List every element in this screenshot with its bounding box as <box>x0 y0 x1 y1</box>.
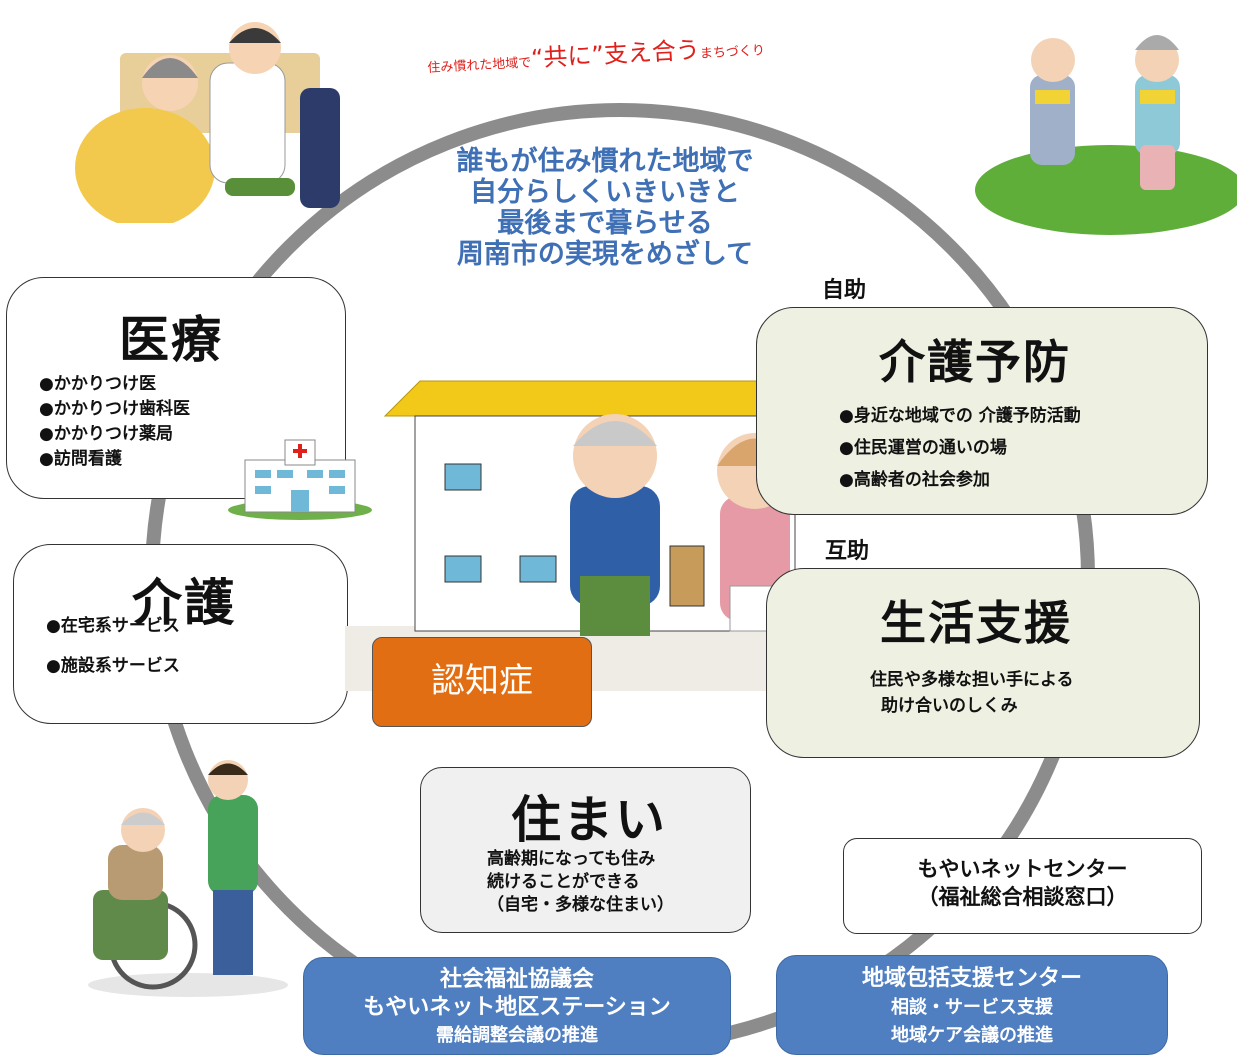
moyai-center-line: （福祉総合相談窓口） <box>917 885 1128 909</box>
iryo-title: 医療 <box>119 311 223 369</box>
iryo-item: ●訪問看護 <box>39 449 122 469</box>
houkatsu-line: 地域ケア会議の推進 <box>891 1025 1053 1046</box>
kaigo-title: 介護 <box>132 574 236 632</box>
seikatsu-panel: 生活支援 住民や多様な担い手による 助け合いのしくみ <box>766 568 1200 758</box>
moyai-center-line: もやいネットセンター <box>917 857 1128 881</box>
sumai-line: 高齢期になっても住み <box>487 849 656 869</box>
vision-text: 誰もが住み慣れた地域で 自分らしくいきいきと 最後まで暮らせる 周南市の実現をめ… <box>400 146 810 270</box>
houkatsu-line: 地域包括支援センター <box>861 966 1082 991</box>
slogan-prefix: 住み慣れた地域で <box>427 55 532 77</box>
ninchisho-label: 認知症 <box>431 661 533 701</box>
shakyo-line: 需給調整会議の推進 <box>436 1025 598 1046</box>
doctor-patient-illustration <box>75 22 340 223</box>
vision-line: 自分らしくいきいきと <box>470 177 740 208</box>
sumai-panel: 住まい 高齢期になっても住み 続けることができる （自宅・多様な住まい） <box>420 767 751 933</box>
yobo-panel: 介護予防 ●身近な地域での 介護予防活動 ●住民運営の通いの場 ●高齢者の社会参… <box>756 307 1208 515</box>
iryo-item: ●かかりつけ歯科医 <box>39 399 191 419</box>
jijo-label: 自助 <box>822 278 867 303</box>
vision-line: 周南市の実現をめざして <box>456 239 754 270</box>
seikatsu-line: 住民や多様な担い手による <box>870 670 1074 690</box>
sumai-line: 続けることができる <box>487 872 640 892</box>
houkatsu-box: 地域包括支援センター 相談・サービス支援 地域ケア会議の推進 <box>776 955 1168 1055</box>
yobo-title: 介護予防 <box>879 335 1071 389</box>
seikatsu-title: 生活支援 <box>880 596 1072 650</box>
wheelchair-caregiver-illustration <box>88 760 288 997</box>
yobo-item: ●身近な地域での 介護予防活動 <box>839 406 1081 426</box>
slogan-suffix: まちづくり <box>699 43 766 62</box>
vision-line: 最後まで暮らせる <box>497 208 713 239</box>
shakyo-line: もやいネット地区ステーション <box>363 995 671 1020</box>
houkatsu-line: 相談・サービス支援 <box>891 997 1053 1018</box>
ninchisho-box: 認知症 <box>372 637 592 727</box>
yobo-item: ●高齢者の社会参加 <box>839 470 990 490</box>
yobo-item: ●住民運営の通いの場 <box>839 438 1007 458</box>
seniors-exercise-illustration <box>975 35 1237 235</box>
house-couple-illustration <box>345 380 830 691</box>
seikatsu-line: 助け合いのしくみ <box>881 696 1018 716</box>
shakyo-line: 社会福祉協議会 <box>439 967 594 992</box>
shakyo-box: 社会福祉協議会 もやいネット地区ステーション 需給調整会議の推進 <box>303 957 731 1055</box>
hospital-illustration <box>228 439 372 520</box>
sumai-line: （自宅・多様な住まい） <box>487 895 674 915</box>
sumai-title: 住まい <box>511 791 667 849</box>
kaigo-panel: 介護 ●在宅系サービス ●施設系サービス <box>13 544 348 724</box>
iryo-item: ●かかりつけ薬局 <box>39 424 174 444</box>
kaigo-item: ●在宅系サービス <box>46 616 180 636</box>
vision-line: 誰もが住み慣れた地域で <box>456 146 754 177</box>
iryo-panel: 医療 ●かかりつけ医 ●かかりつけ歯科医 ●かかりつけ薬局 ●訪問看護 <box>6 277 346 499</box>
kaigo-item: ●施設系サービス <box>46 656 180 676</box>
iryo-item: ●かかりつけ医 <box>39 374 157 394</box>
moyai-center-box: もやいネットセンター （福祉総合相談窓口） <box>843 838 1202 934</box>
gojo-label: 互助 <box>825 539 870 564</box>
